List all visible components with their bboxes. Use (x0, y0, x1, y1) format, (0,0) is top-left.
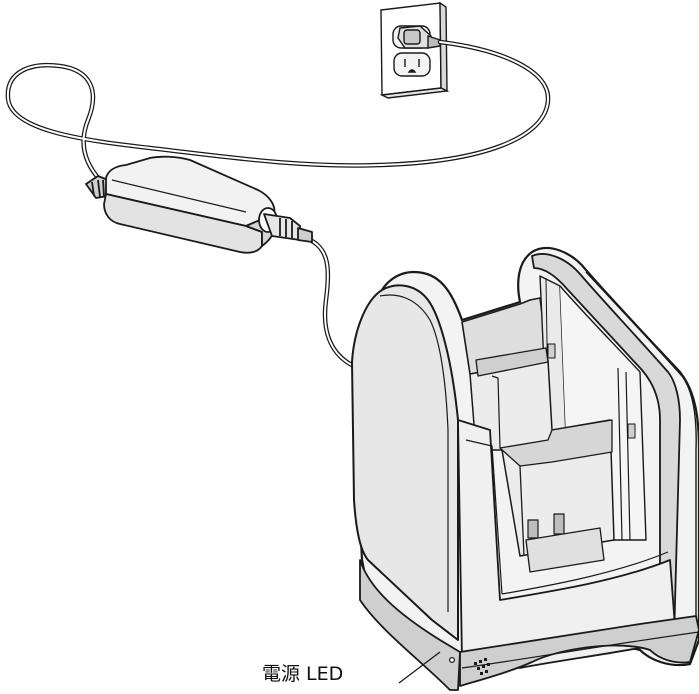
brand-logo-icon (474, 658, 490, 675)
power-led-indicator (449, 656, 456, 663)
power-led-leader-line (398, 651, 441, 684)
charging-cradle (351, 247, 699, 691)
ac-power-cord (5, 39, 551, 183)
wall-outlet (379, 1, 450, 99)
power-led-callout-label: 電源 LED (262, 663, 344, 685)
power-supply (85, 155, 313, 254)
